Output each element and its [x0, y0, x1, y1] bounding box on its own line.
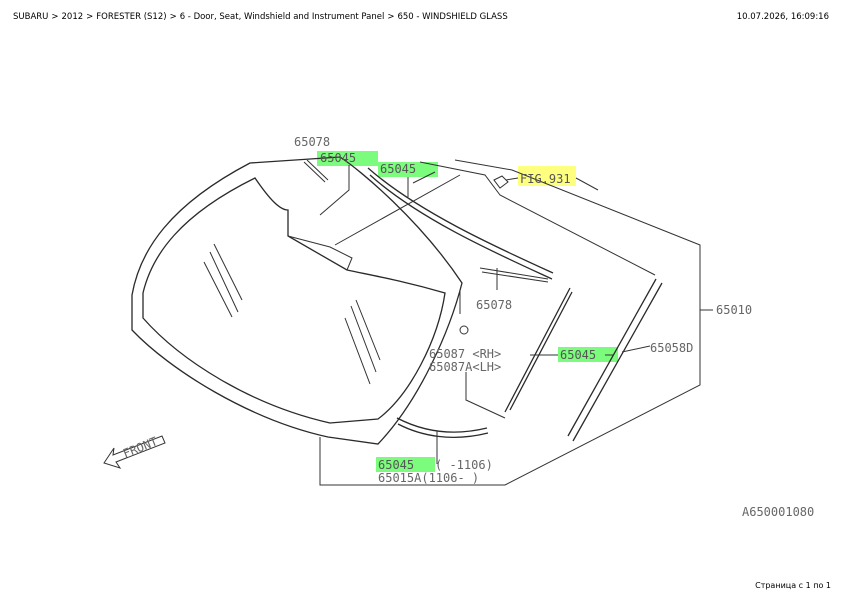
label-65045-b[interactable]: 65045 [380, 162, 416, 176]
breadcrumb-year[interactable]: 2012 [61, 12, 84, 22]
breadcrumb-separator: > [387, 12, 395, 22]
label-65015a[interactable]: 65015A(1106- ) [378, 471, 479, 485]
breadcrumb-separator: > [169, 12, 177, 22]
label-65078-mid[interactable]: 65078 [476, 298, 512, 312]
highlight-65045-c [558, 347, 618, 362]
side-moulding-rh [504, 287, 573, 413]
label-65045-d[interactable]: 65045 [378, 458, 414, 472]
clip-65078-mid [479, 267, 549, 283]
breadcrumb-section: 650 - WINDSHIELD GLASS [397, 12, 508, 22]
side-moulding-lh [567, 278, 663, 442]
header-edge-line [334, 174, 461, 246]
label-fig931[interactable]: FIG.931 [520, 172, 571, 186]
label-65078-top[interactable]: 65078 [294, 135, 330, 149]
lower-moulding-strip [396, 417, 489, 438]
diagram-reference-code: A650001080 [742, 505, 814, 519]
breadcrumb-model[interactable]: FORESTER (S12) [96, 12, 167, 22]
label-65087a-lh[interactable]: 65087A<LH> [429, 360, 501, 374]
breadcrumb: SUBARU>2012>FORESTER (S12)>6 - Door, Sea… [13, 12, 508, 22]
label-front: FRONT [121, 434, 160, 461]
mirror-bracket [459, 325, 469, 335]
timestamp: 10.07.2026, 16:09:16 [736, 12, 829, 22]
glass-reflection-right [344, 299, 381, 385]
label-65045-d-suffix: ( -1106) [435, 458, 493, 472]
label-65058d[interactable]: 65058D [650, 341, 693, 355]
page-counter: Страница с 1 по 1 [755, 581, 831, 590]
breadcrumb-separator: > [51, 12, 59, 22]
clip-65078-top [303, 159, 329, 183]
fig931-bracket [493, 175, 509, 189]
mirror-mount-outline [287, 235, 353, 271]
highlight-65045-d [376, 457, 435, 472]
upper-moulding-strip [367, 167, 554, 280]
roof-edge-line [419, 161, 656, 276]
highlight-fig931 [518, 166, 576, 186]
leader-lines [319, 165, 713, 464]
label-65045-a[interactable]: 65045 [320, 151, 356, 165]
windshield-glass-inner [142, 177, 446, 424]
label-65045-c[interactable]: 65045 [560, 348, 596, 362]
highlight-65045-b [378, 162, 438, 177]
glass-reflection-left [203, 243, 243, 318]
label-65010[interactable]: 65010 [716, 303, 752, 317]
front-direction-arrow [103, 435, 166, 469]
highlight-65045-a [317, 151, 378, 166]
assembly-frame-outline [319, 159, 701, 486]
breadcrumb-separator: > [86, 12, 94, 22]
label-65087-rh[interactable]: 65087 <RH> [429, 347, 501, 361]
breadcrumb-group[interactable]: 6 - Door, Seat, Windshield and Instrumen… [179, 12, 385, 22]
windshield-glass-outer [131, 156, 463, 445]
breadcrumb-make[interactable]: SUBARU [13, 12, 49, 22]
